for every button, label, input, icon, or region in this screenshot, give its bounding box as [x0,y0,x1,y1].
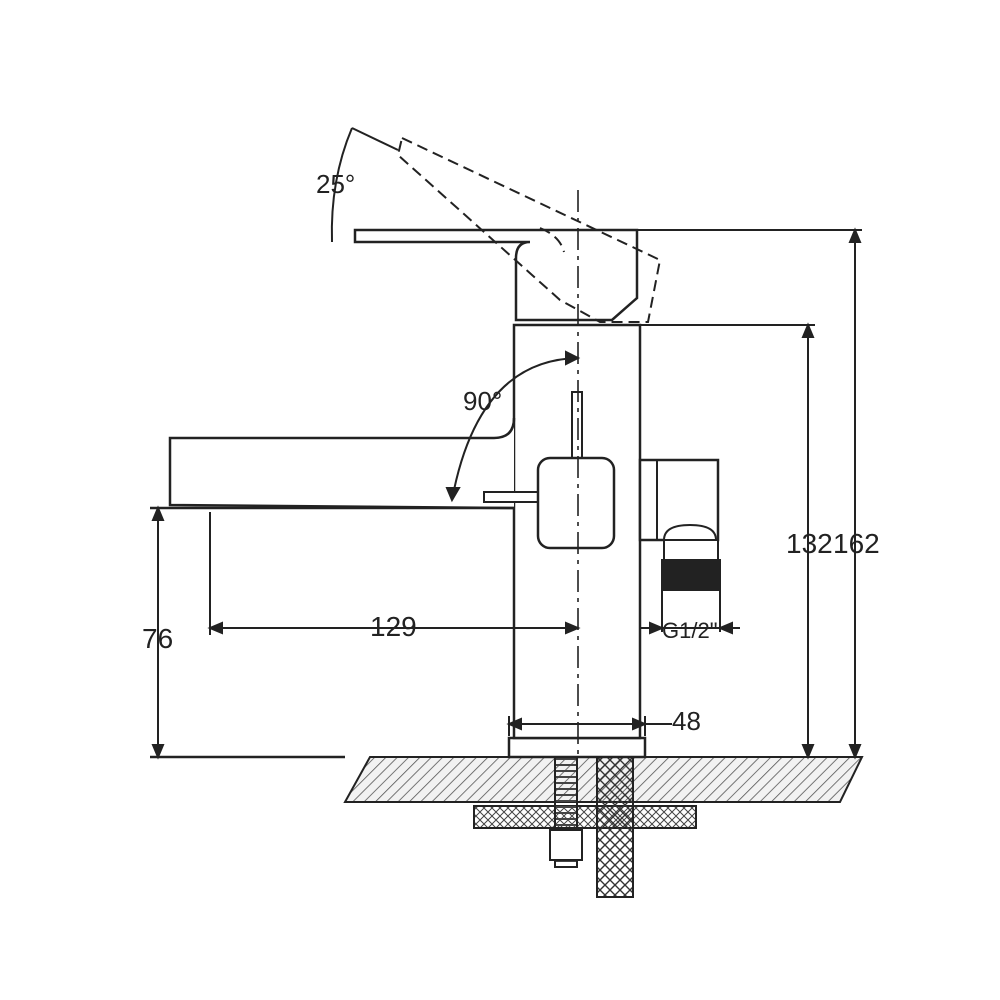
dim-162-arrow-bottom [848,744,862,760]
base-ring [507,736,647,759]
angle-25-ray [351,127,399,151]
inlet-collar [663,523,717,541]
dim-76-arrow-top [151,505,165,521]
handle-raised-dashed [396,136,662,323]
diverter-stem-vertical [571,391,583,459]
angle-90-arc [451,357,579,501]
handle-raised-curve [539,227,565,253]
dim-76-arrow-bottom [151,744,165,760]
handle-lever [353,228,639,322]
label-body-width: 48 [672,706,701,736]
dim-162-arrow-top [848,227,862,243]
dim-132-arrow-top [801,322,815,338]
countertop [150,755,864,803]
inlet-connector [638,458,721,632]
angle-90-arrow-top [565,350,581,366]
dim-132-arrow-bottom [801,744,815,760]
angle-25-arc [330,127,353,243]
label-body-height: 132 [786,528,833,559]
dim-48-arrow-left [506,717,522,731]
label-spout-reach: 129 [370,611,417,642]
dim-129-arrow-left [207,621,223,635]
spout [168,417,516,510]
angle-90-arrow-bottom [445,487,461,503]
label-handle-angle: 25° [316,169,355,199]
label-spout-height: 76 [142,623,173,654]
dim-thread-arrow-right [717,621,733,635]
inlet-thread-band [661,559,721,591]
mounting-plate [473,805,697,829]
handle-raised-outline [396,136,662,323]
dim-48-arrow-right [632,717,648,731]
mounting-hardware [473,756,697,898]
dim-thread-arrow-left [649,621,665,635]
diverter-stem-horizontal [483,491,541,503]
label-total-height: 162 [833,528,880,559]
angle-indicators [330,127,581,503]
label-lever-angle: 90° [463,386,502,416]
braided-hose [596,756,634,898]
handle-closed [353,228,639,322]
inlet-neck [663,539,719,561]
label-inlet-thread: G1/2" [662,618,718,643]
diverter-knob [536,456,616,550]
dimension-lines [151,227,862,760]
mounting-nut [549,829,583,861]
diverter-control [483,391,616,550]
dim-129-arrow-right [565,621,581,635]
